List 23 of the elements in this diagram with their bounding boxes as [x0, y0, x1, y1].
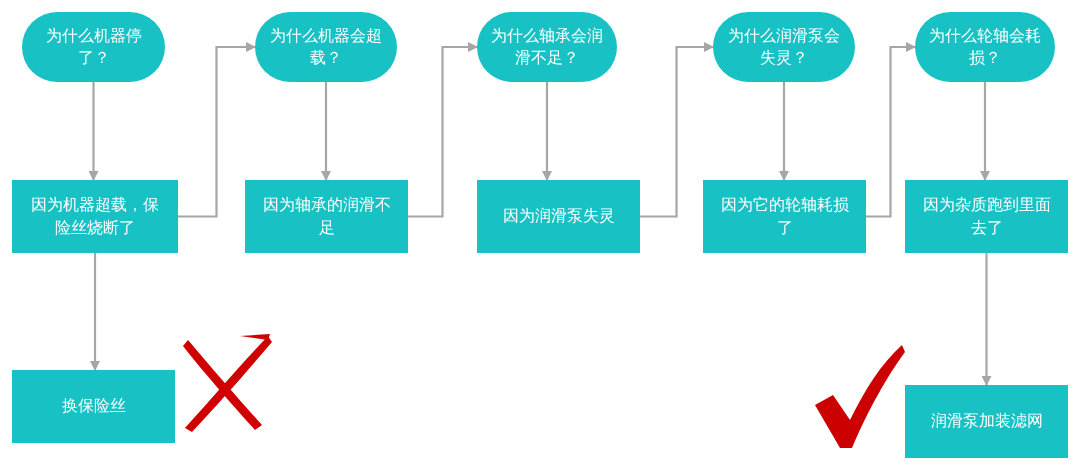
question-pill: 为什么润滑泵会失灵？: [713, 12, 855, 82]
arrow: [779, 82, 789, 181]
arrow: [981, 253, 992, 386]
arrow: [980, 82, 990, 181]
arrow: [88, 82, 99, 181]
question-pill: 为什么机器停了？: [22, 12, 165, 82]
answer-box: 因为润滑泵失灵: [477, 180, 640, 253]
arrow: [866, 42, 916, 218]
answer-box: 换保险丝: [12, 370, 175, 443]
arrow: [90, 253, 100, 371]
answer-box: 因为它的轮轴耗损了: [703, 180, 866, 253]
answer-box: 因为杂质跑到里面去了: [905, 180, 1068, 253]
arrow: [542, 82, 552, 181]
question-pill: 为什么轮轴会耗损？: [915, 12, 1055, 82]
answer-box: 因为机器超载，保险丝烧断了: [12, 180, 178, 253]
question-pill: 为什么机器会超载？: [255, 12, 397, 82]
arrow: [408, 42, 478, 218]
arrow: [178, 42, 256, 218]
answer-box: 润滑泵加装滤网: [905, 385, 1068, 458]
answer-box: 因为轴承的润滑不足: [245, 180, 408, 253]
arrow: [640, 42, 714, 218]
question-pill: 为什么轴承会润滑不足？: [477, 12, 617, 82]
arrow: [321, 82, 331, 181]
